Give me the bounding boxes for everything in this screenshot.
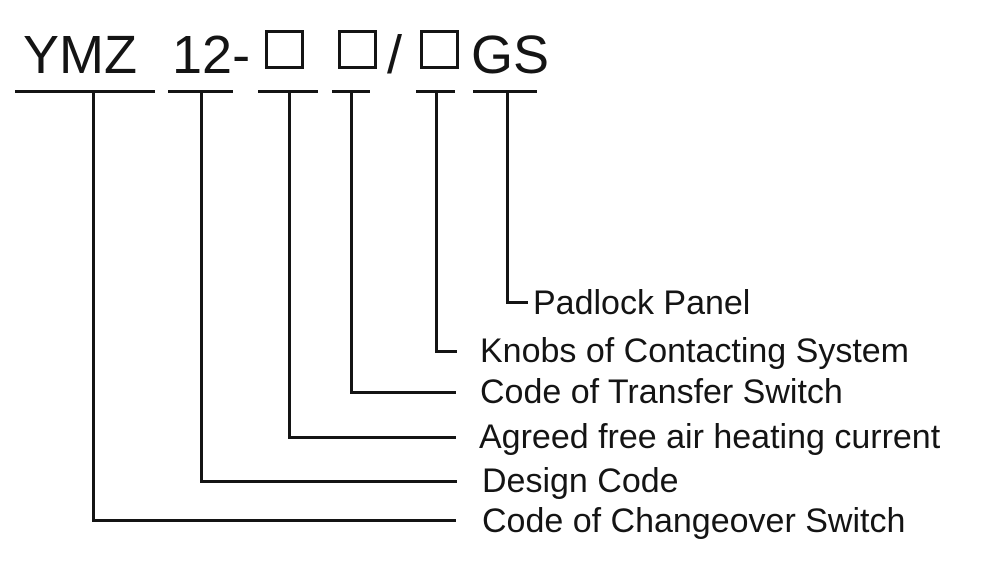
callout-label-heating-current: Agreed free air heating current [479, 418, 941, 456]
callout-label-design-code: Design Code [482, 462, 679, 500]
placeholder-box-2 [338, 30, 377, 69]
code-series-text: YMZ [23, 25, 137, 85]
callout-line-agreed-horizontal [288, 436, 456, 439]
callout-line-transfer-horizontal [350, 391, 456, 394]
callout-line-changeover-vertical [92, 90, 95, 522]
callout-line-agreed-vertical [288, 90, 291, 439]
code-suffix-text: GS [471, 25, 550, 85]
callout-label-padlock-panel: Padlock Panel [533, 284, 751, 322]
callout-label-changeover-switch: Code of Changeover Switch [482, 502, 906, 540]
callout-line-padlock-vertical [506, 90, 509, 304]
callout-line-design-vertical [200, 90, 203, 483]
callout-line-padlock-horizontal [506, 301, 528, 304]
callout-line-knobs-horizontal [435, 350, 457, 353]
placeholder-box-1 [265, 30, 304, 69]
code-design-text: 12- [172, 25, 251, 85]
callout-line-transfer-vertical [350, 90, 353, 394]
callout-line-design-horizontal [200, 480, 457, 483]
callout-label-transfer-switch: Code of Transfer Switch [480, 373, 843, 411]
callout-line-changeover-horizontal [92, 519, 456, 522]
underline-suffix [473, 90, 537, 93]
callout-label-knobs: Knobs of Contacting System [480, 332, 910, 370]
callout-line-knobs-vertical [435, 90, 438, 353]
code-slash-text: / [387, 25, 403, 85]
underline-series [15, 90, 155, 93]
placeholder-box-3 [420, 30, 459, 69]
